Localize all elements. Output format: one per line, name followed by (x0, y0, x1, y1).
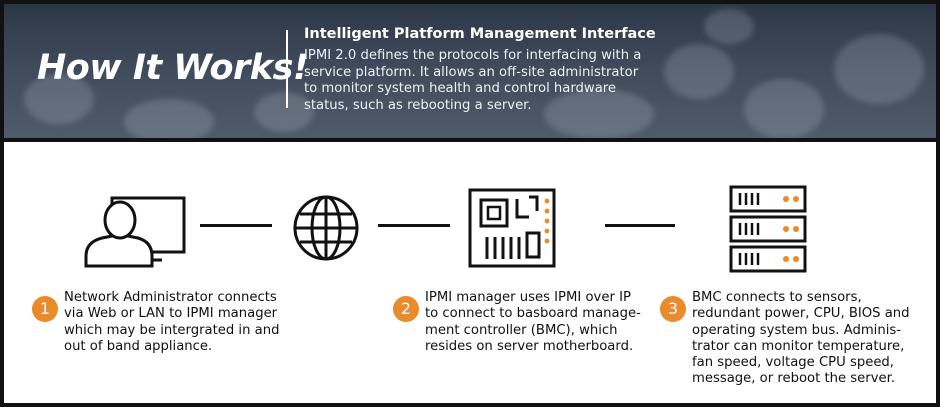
step-3-text: BMC connects to sensors, redundant power… (692, 290, 910, 387)
step-2-number-badge: 2 (393, 296, 419, 322)
step-3-number-badge: 3 (660, 296, 686, 322)
connector-line-1 (200, 224, 272, 227)
step-1-number-badge: 1 (32, 296, 58, 322)
header-description: IPMI 2.0 defines the protocols for inter… (304, 48, 642, 113)
connector-line-2 (378, 224, 450, 227)
step-1-text: Network Administrator connects via Web o… (64, 290, 280, 354)
server-rack-icon (729, 185, 807, 273)
header-subtitle: Intelligent Platform Management Interfac… (304, 26, 656, 42)
step-2-text: IPMI manager uses IPMI over IP to connec… (425, 290, 641, 354)
admin-computer-icon (84, 196, 186, 268)
globe-icon (293, 195, 359, 261)
header-divider (286, 30, 288, 108)
header-banner: How It Works! Intelligent Platform Manag… (4, 4, 936, 142)
motherboard-icon (468, 188, 556, 268)
page-title: How It Works! (37, 48, 309, 88)
connector-line-3 (605, 224, 675, 227)
